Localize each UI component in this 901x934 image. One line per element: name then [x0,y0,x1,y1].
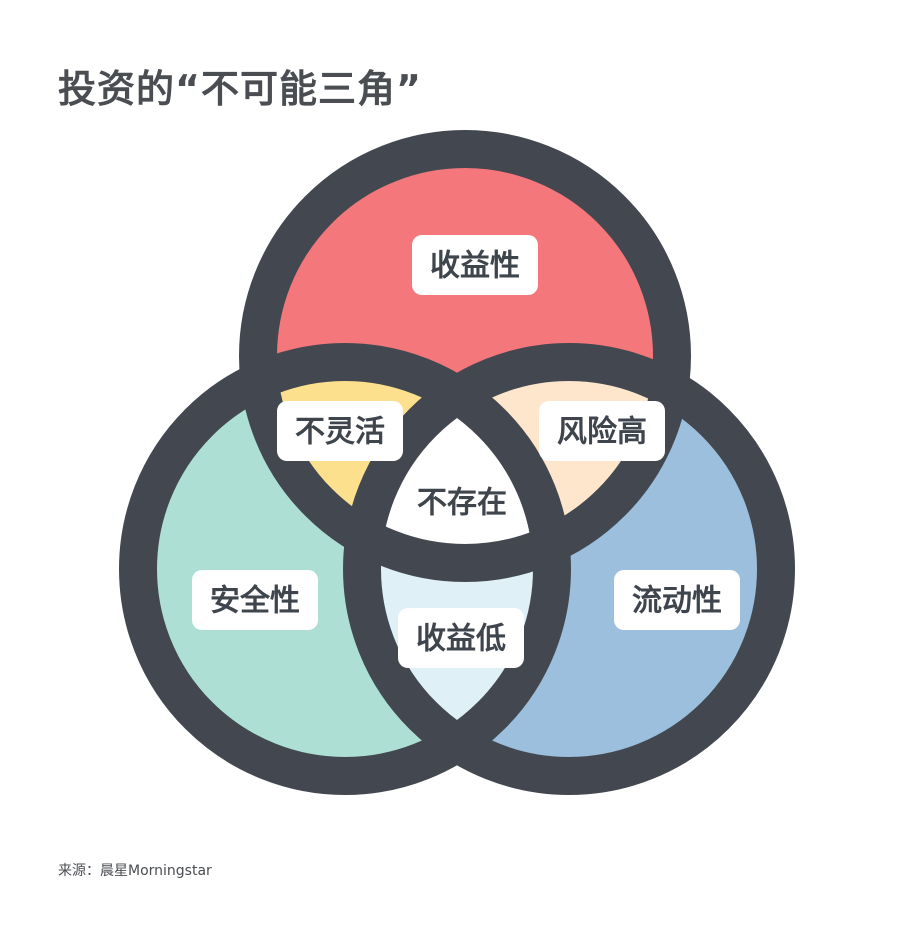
circle-top-outline [239,130,691,582]
svg-text:不存在: 不存在 [417,486,507,521]
svg-text:安全性: 安全性 [210,584,300,619]
region-center-fill [362,362,552,563]
label-top: 收益性 [412,235,538,295]
circle-left-outline [119,343,571,795]
svg-text:不灵活: 不灵活 [295,415,385,450]
page-title: 投资的“不可能三角” [58,67,422,111]
label-top-left: 不灵活 [277,401,403,461]
source-note: 来源：晨星Morningstar [58,863,212,879]
svg-text:收益低: 收益低 [416,622,506,657]
svg-text:风险高: 风险高 [557,415,647,450]
label-top-right: 风险高 [539,401,665,461]
svg-text:收益性: 收益性 [430,249,520,284]
label-left: 安全性 [192,570,318,630]
label-center: 不存在 [417,486,507,521]
label-bottom: 收益低 [398,608,524,668]
label-right: 流动性 [614,570,740,630]
svg-text:流动性: 流动性 [632,584,722,619]
circle-right-outline [343,343,795,795]
